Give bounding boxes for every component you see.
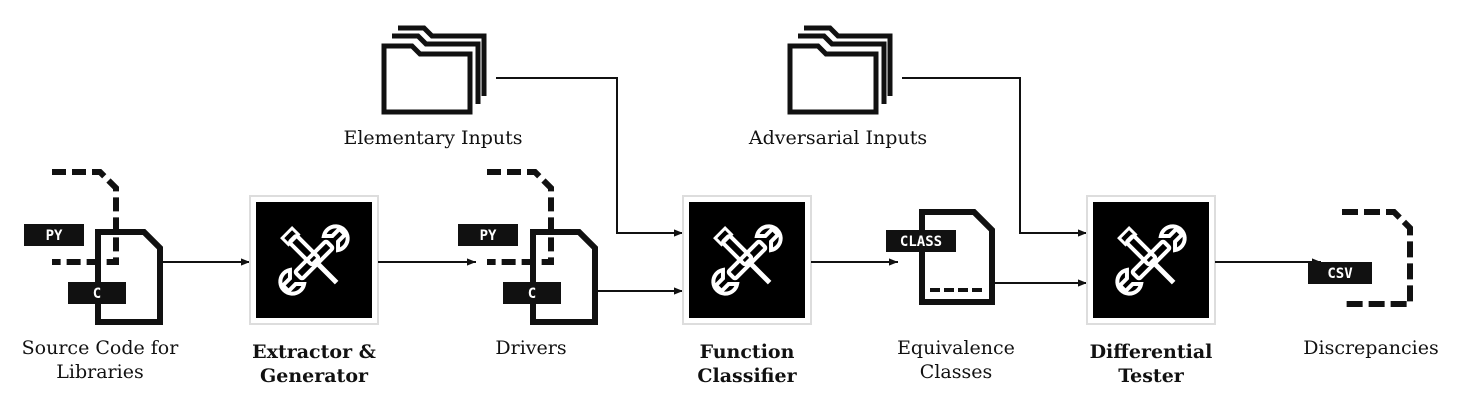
arrow-adversarial-to-tester bbox=[902, 77, 1087, 237]
adversarial-inputs-folders bbox=[787, 25, 893, 115]
discrepancies-file: CSV bbox=[1308, 209, 1413, 307]
svg-text:PY: PY bbox=[480, 228, 497, 244]
label-source-code: Source Code for Libraries bbox=[21, 337, 179, 383]
py-file-icon bbox=[487, 169, 554, 265]
label-adversarial-inputs: Adversarial Inputs bbox=[748, 127, 928, 149]
label-function-classifier: Function Classifier bbox=[697, 341, 797, 387]
function-classifier-tool bbox=[682, 195, 812, 325]
svg-text:PY: PY bbox=[46, 228, 63, 244]
label-differential-tester: Differential Tester bbox=[1089, 341, 1213, 387]
label-discrepancies: Discrepancies bbox=[1303, 337, 1439, 359]
c-file-icon bbox=[530, 229, 598, 325]
svg-text:CSV: CSV bbox=[1327, 266, 1353, 282]
svg-text:C: C bbox=[93, 286, 101, 302]
file-icon bbox=[1342, 209, 1413, 307]
file-icon bbox=[919, 209, 995, 305]
elementary-inputs-folders bbox=[381, 25, 487, 115]
folder-stack-icon bbox=[381, 43, 473, 115]
label-equivalence-classes: Equivalence Classes bbox=[897, 337, 1015, 383]
extractor-tool bbox=[249, 195, 379, 325]
py-file-icon bbox=[52, 169, 119, 265]
source-code-files: PY C bbox=[24, 169, 163, 325]
arrow-elementary-to-classifier bbox=[496, 77, 683, 237]
label-drivers: Drivers bbox=[495, 337, 567, 359]
label-elementary-inputs: Elementary Inputs bbox=[343, 127, 523, 149]
equivalence-classes-file: CLASS bbox=[886, 209, 995, 305]
folder-stack-icon bbox=[787, 43, 879, 115]
drivers-files: PY C bbox=[458, 169, 598, 325]
differential-tester-tool bbox=[1086, 195, 1216, 325]
label-extractor-generator: Extractor & Generator bbox=[252, 341, 376, 387]
svg-text:C: C bbox=[528, 286, 536, 302]
c-file-icon bbox=[95, 229, 163, 325]
svg-text:CLASS: CLASS bbox=[900, 234, 942, 250]
